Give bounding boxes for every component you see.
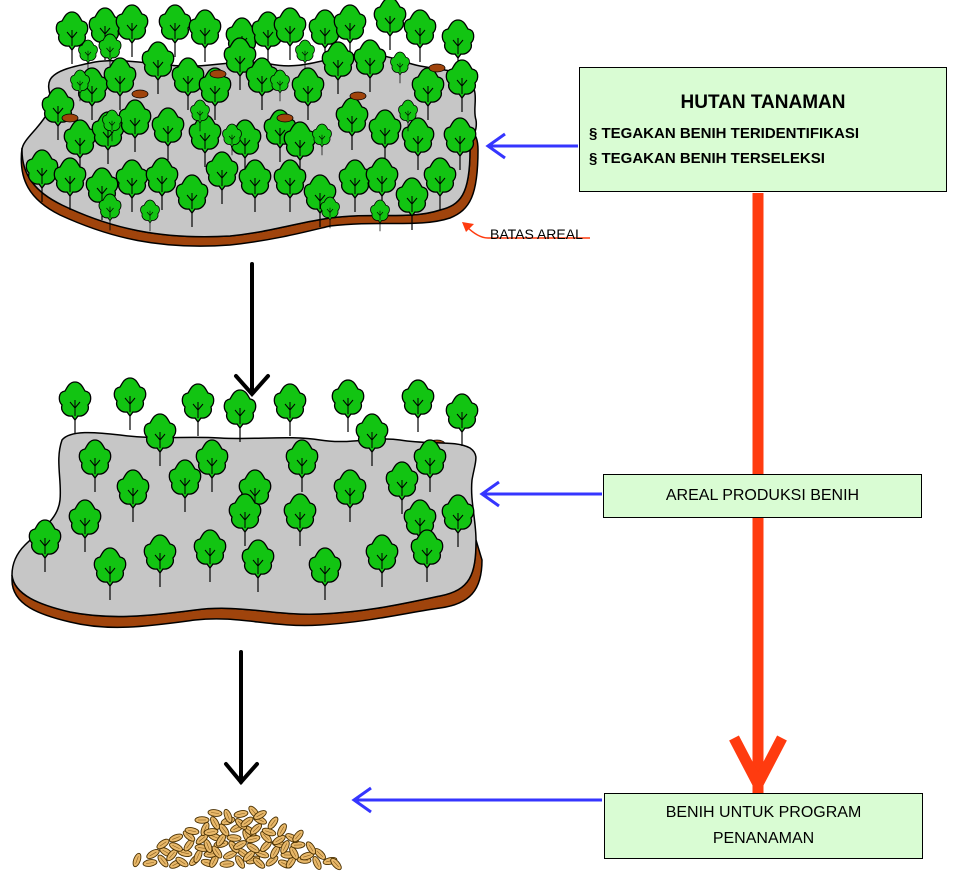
seed-icon	[207, 808, 223, 818]
batas-areal-pointer	[462, 222, 590, 239]
rock-icon	[428, 63, 446, 73]
seed-production-area-label: AREAL PRODUKSI BENIH	[665, 487, 860, 504]
seed-icon	[194, 816, 210, 824]
seed-production-area-box: AREAL PRODUKSI BENIH	[603, 474, 922, 518]
rock-icon	[61, 113, 79, 123]
seed-icon	[219, 860, 235, 868]
box-title: HUTAN TANAMAN	[680, 92, 846, 113]
seed-icon	[167, 831, 185, 845]
blue-arrow-mid	[479, 480, 602, 508]
seed-label-line-2: PENANAMAN	[712, 830, 815, 847]
tree-icon	[273, 383, 307, 437]
rock-icon	[131, 89, 149, 99]
tree-icon	[403, 9, 437, 63]
seed-production-area	[11, 377, 483, 629]
seed-label-line-1: BENIH UNTUK PROGRAM	[665, 804, 862, 821]
seed-icon	[265, 814, 281, 832]
bullet-selected-stands: § TEGAKAN BENIH TERSELEKSI	[589, 150, 825, 167]
rock-icon	[209, 69, 227, 79]
seed-pile	[131, 804, 344, 872]
tree-icon	[181, 383, 215, 437]
tree-icon	[188, 9, 222, 63]
tree-icon	[113, 377, 147, 431]
flow-arrow-area-to-seed	[224, 650, 259, 786]
tree-icon	[401, 379, 435, 433]
seed-for-planting-box: BENIH UNTUK PROGRAM PENANAMAN	[604, 793, 923, 859]
tree-icon	[445, 393, 479, 447]
rock-icon	[349, 91, 367, 101]
flow-arrow-forest-to-area	[234, 262, 270, 398]
tree-icon	[58, 381, 92, 435]
bullet-identified-stands: § TEGAKAN BENIH TERIDENTIFIKASI	[589, 125, 860, 142]
blue-arrow-top	[485, 132, 578, 160]
seed-icon	[233, 808, 249, 820]
seed-icon	[142, 858, 158, 868]
seed-icon	[131, 851, 143, 869]
batas-areal-label: BATAS AREAL	[490, 226, 583, 242]
rock-icon	[276, 113, 294, 123]
tree-icon	[373, 0, 407, 51]
tree-icon	[223, 389, 257, 443]
blue-arrow-bottom	[351, 786, 602, 814]
plantation-forest-box: HUTAN TANAMAN § TEGAKAN BENIH TERIDENTIF…	[579, 67, 947, 192]
tree-icon	[115, 4, 149, 58]
